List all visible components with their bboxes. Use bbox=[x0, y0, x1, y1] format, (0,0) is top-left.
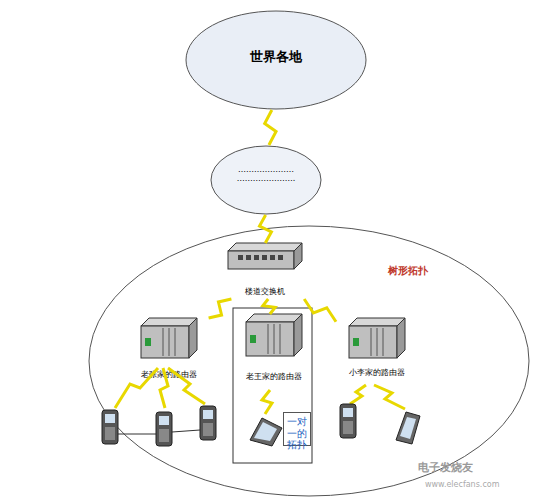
router-icon bbox=[336, 318, 418, 362]
mobile-phone bbox=[102, 410, 118, 444]
device-front bbox=[349, 326, 397, 358]
node-label: 老张家的路由器 bbox=[128, 370, 210, 379]
device-top bbox=[349, 318, 405, 326]
device-side bbox=[397, 318, 405, 358]
router-node: 老张家的路由器 bbox=[128, 318, 210, 384]
wireless-link bbox=[209, 299, 232, 318]
wireless-link bbox=[262, 390, 272, 414]
ellipse-node: 树形拓扑楼道交换机老张家的路由器 老王家的路由器 小李家的路由器一对一的拓扑 bbox=[88, 225, 530, 497]
node-label: ………………… …………………. bbox=[226, 165, 306, 183]
node-label: 小李家的路由器 bbox=[336, 368, 418, 377]
vent-line bbox=[268, 324, 269, 354]
lightning-line bbox=[304, 299, 336, 322]
wireless-link bbox=[265, 110, 276, 145]
mobile-phone bbox=[156, 412, 172, 446]
flip-phone bbox=[250, 418, 282, 446]
port bbox=[262, 255, 267, 260]
wireless-link bbox=[350, 385, 366, 404]
vent-line bbox=[383, 328, 384, 356]
lightning-line bbox=[263, 299, 275, 314]
ellipse-outline bbox=[88, 225, 530, 497]
lightning-line bbox=[265, 110, 276, 145]
device-front bbox=[228, 251, 294, 269]
watermark: www.elecfans.com bbox=[425, 480, 500, 489]
ellipse-node: 世界各地 bbox=[185, 10, 367, 110]
status-led bbox=[353, 338, 359, 346]
switch-icon bbox=[225, 243, 305, 273]
watermark: 电子发烧友 bbox=[418, 462, 473, 475]
device-top bbox=[246, 314, 302, 322]
vent-line bbox=[377, 328, 378, 356]
device-side bbox=[294, 243, 302, 269]
ellipse-shape bbox=[89, 226, 529, 496]
wireless-link bbox=[168, 368, 205, 404]
wireless-link bbox=[160, 368, 168, 408]
vent-line bbox=[371, 328, 372, 356]
device-top bbox=[141, 318, 197, 326]
lightning-line bbox=[209, 299, 232, 318]
port bbox=[270, 255, 275, 260]
node-label: 楼道交换机 bbox=[225, 287, 305, 296]
port bbox=[254, 255, 259, 260]
node-label: 树形拓扑 bbox=[378, 265, 438, 277]
device-top bbox=[228, 243, 302, 251]
device-side bbox=[294, 314, 302, 356]
flip-phone bbox=[396, 412, 420, 444]
ellipse-shape bbox=[211, 146, 321, 214]
wireless-link bbox=[263, 299, 275, 314]
wireless-link bbox=[259, 215, 271, 243]
status-led bbox=[145, 338, 151, 346]
note-box: 一对一的拓扑 bbox=[283, 412, 311, 446]
device-front bbox=[141, 326, 189, 358]
router-icon bbox=[128, 318, 210, 362]
node-label: 世界各地 bbox=[185, 50, 367, 65]
switch-node: 楼道交换机 bbox=[225, 243, 305, 299]
wireless-link bbox=[304, 299, 336, 322]
wireless-link bbox=[374, 385, 405, 409]
device-side bbox=[189, 318, 197, 358]
node-label: 一对一的拓扑 bbox=[285, 416, 309, 451]
wire bbox=[118, 434, 156, 435]
port bbox=[238, 255, 243, 260]
router-node: 老王家的路由器 bbox=[236, 314, 312, 386]
lightning-line bbox=[259, 215, 271, 243]
node-label: 老王家的路由器 bbox=[236, 372, 312, 381]
ellipse-node: ………………… …………………. bbox=[210, 145, 322, 215]
vent-line bbox=[163, 328, 164, 356]
router-icon bbox=[236, 314, 312, 360]
status-led bbox=[250, 335, 256, 343]
group-frame bbox=[233, 308, 312, 463]
device-front bbox=[246, 322, 294, 356]
port bbox=[278, 255, 283, 260]
ellipse-shape bbox=[186, 11, 366, 109]
router-node: 小李家的路由器 bbox=[336, 318, 418, 384]
mobile-phone bbox=[200, 406, 216, 440]
vent-line bbox=[169, 328, 170, 356]
vent-line bbox=[274, 324, 275, 354]
wireless-link bbox=[115, 368, 158, 408]
mobile-phone bbox=[340, 404, 356, 438]
vent-line bbox=[175, 328, 176, 356]
wire bbox=[172, 430, 200, 432]
vent-line bbox=[280, 324, 281, 354]
port bbox=[246, 255, 251, 260]
